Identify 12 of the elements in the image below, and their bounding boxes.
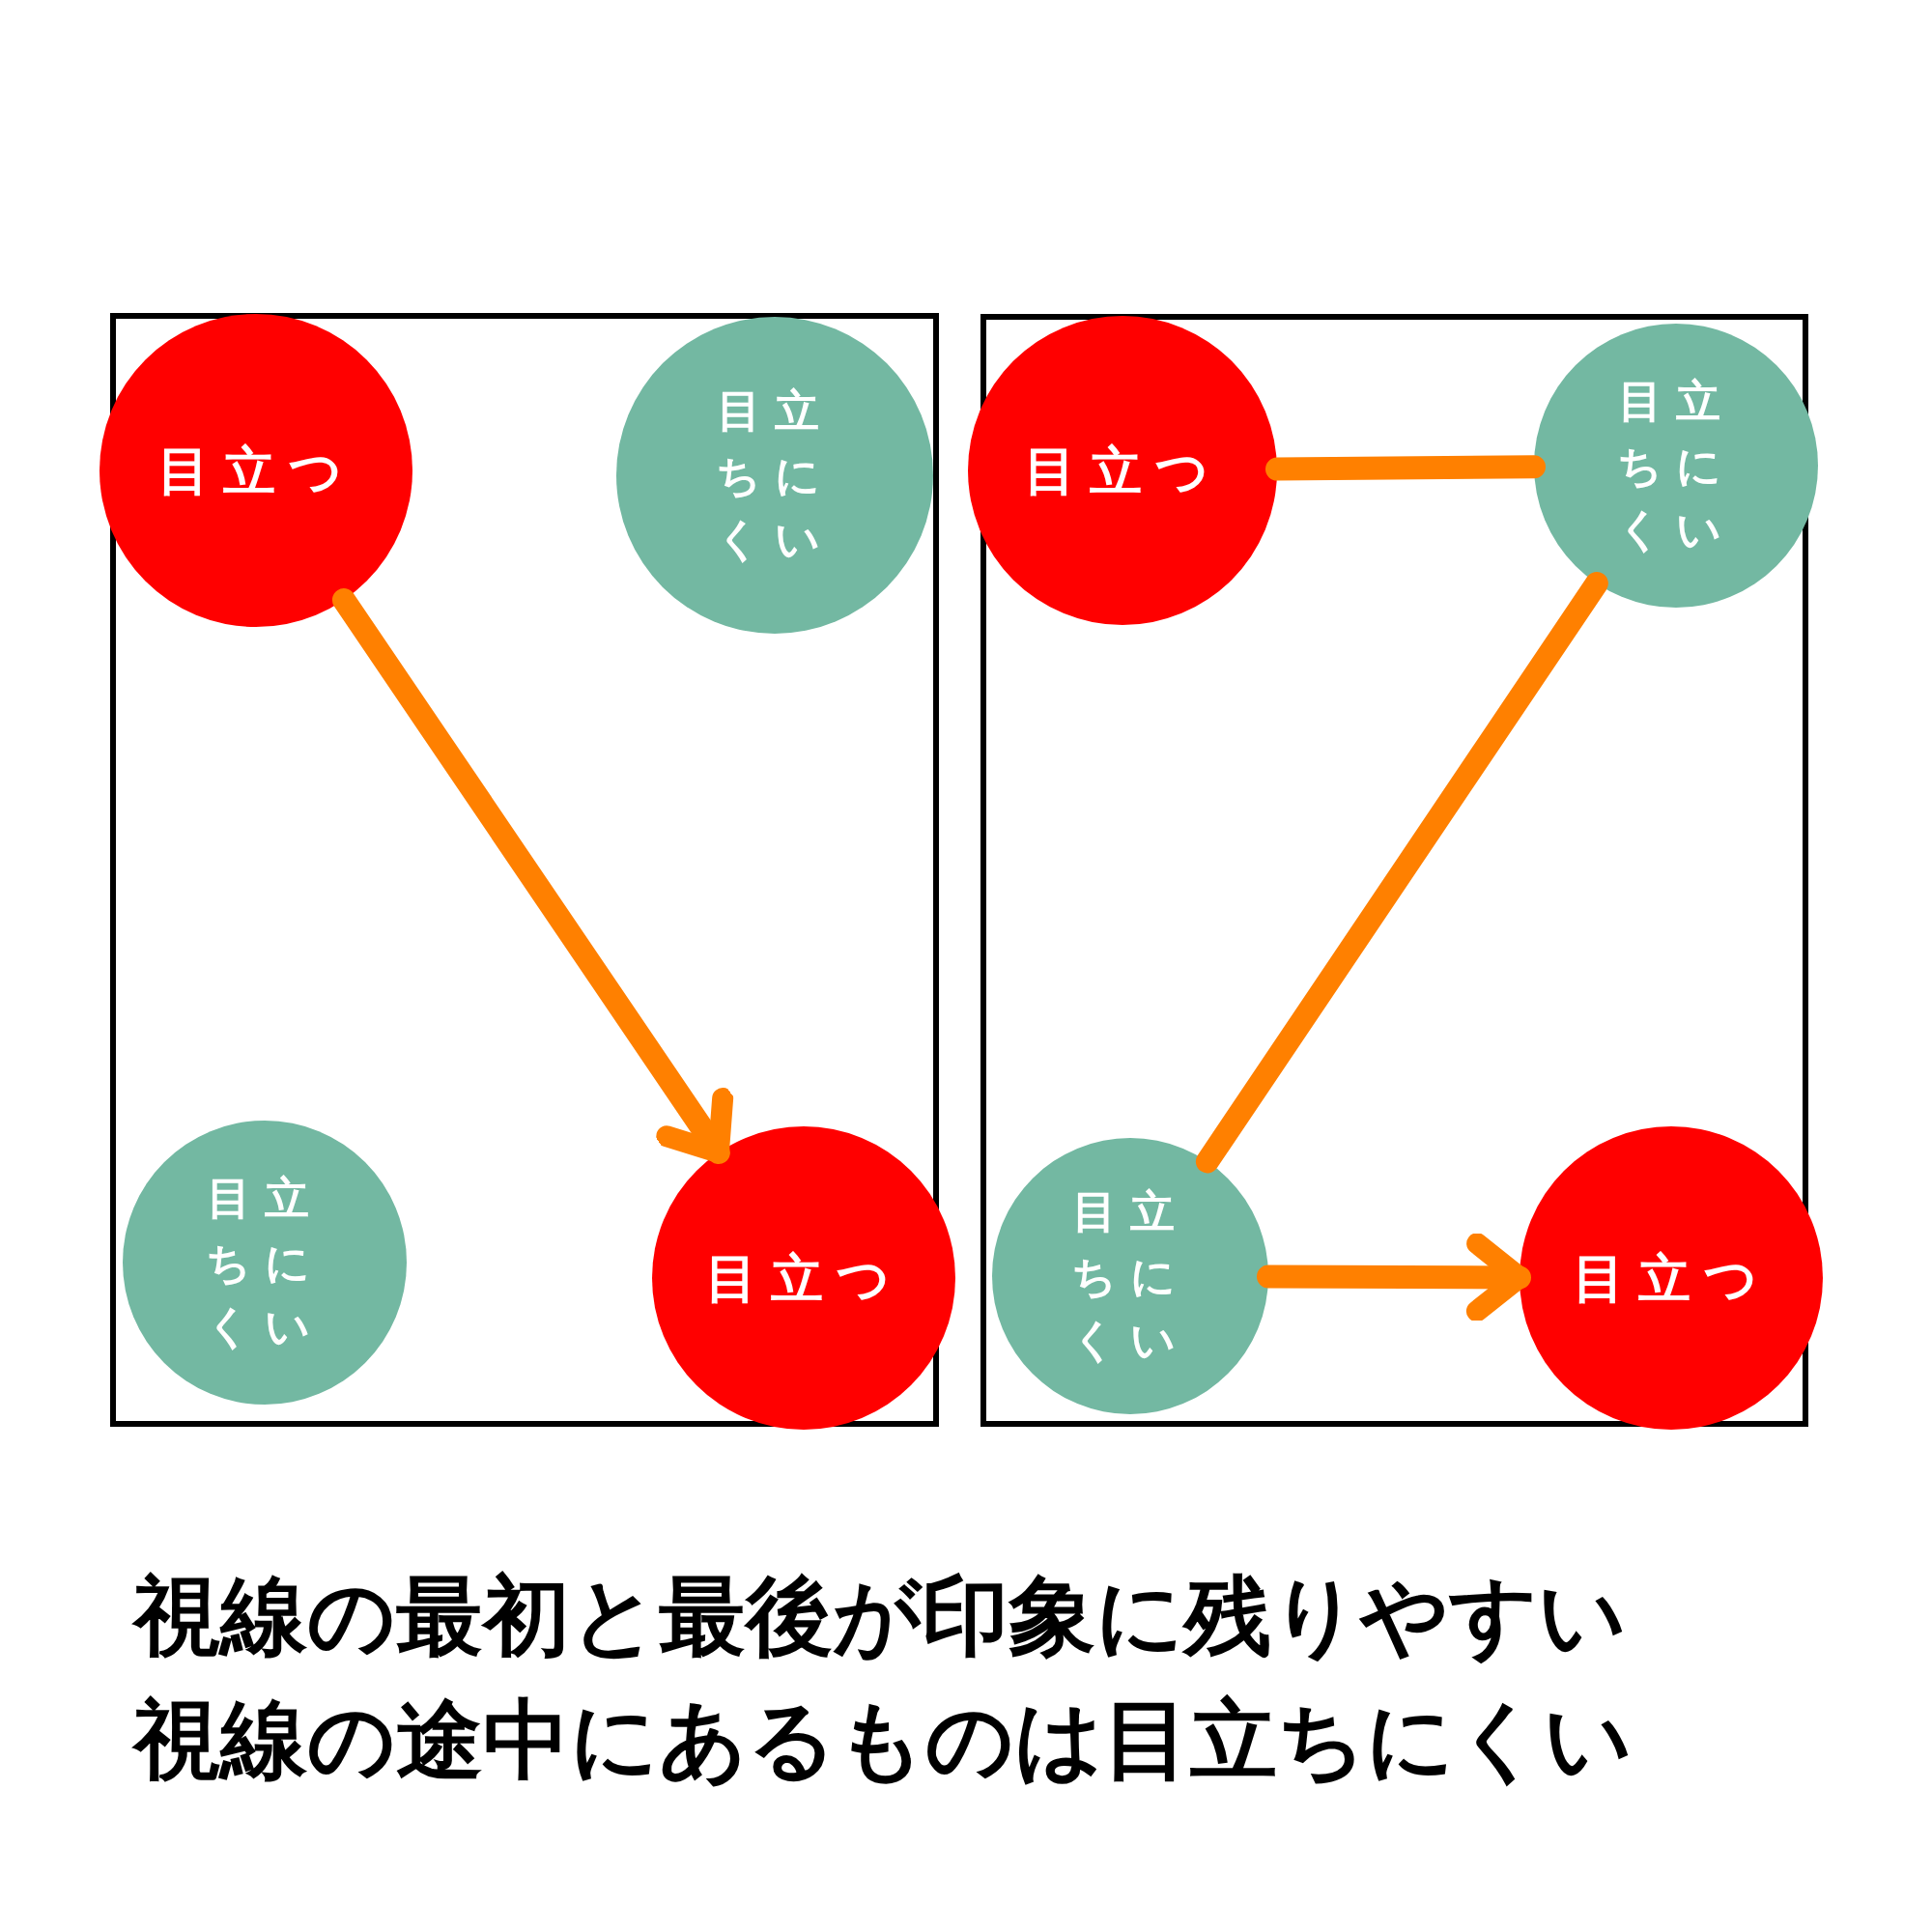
circle-label: 目立ちにくい [715,383,835,568]
arrow [331,588,734,1165]
circle-label: 目立ちにくい [1616,373,1736,558]
circle-label: 目立ちにくい [205,1170,325,1355]
circle-label: 目立つ [704,1245,903,1311]
circle-label: 目立ちにくい [1070,1183,1190,1369]
circle-label: 目立つ [156,438,355,503]
connector-line [1265,455,1546,481]
arrow [1257,1233,1531,1322]
circle-label: 目立つ [1023,438,1222,503]
connector-line [1195,571,1608,1174]
circle-label: 目立つ [1572,1245,1771,1311]
